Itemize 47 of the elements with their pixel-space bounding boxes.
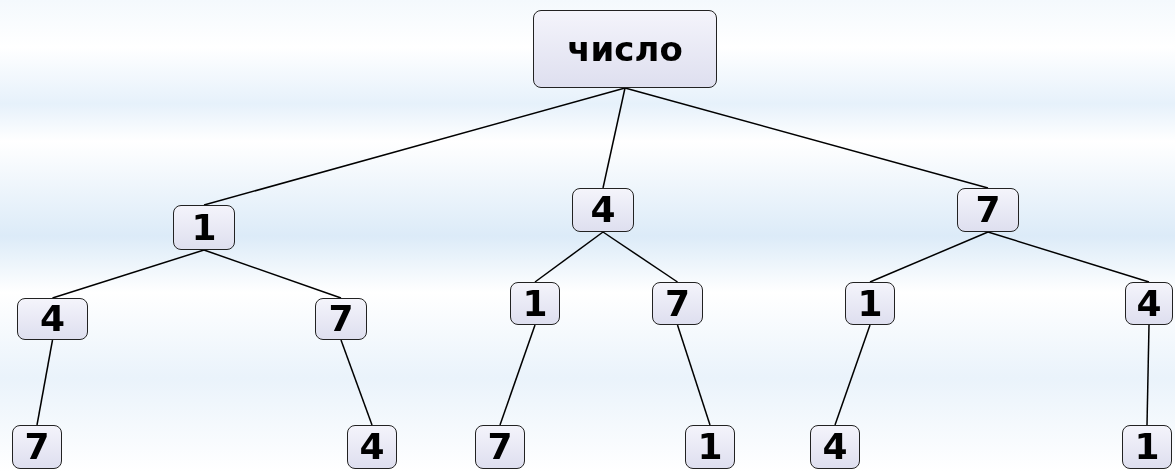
digit-box [315,298,367,340]
digit-box [845,282,895,325]
digit-box [510,282,560,325]
connector-line [987,231,1150,283]
connector-line [676,324,711,426]
digit-box [1122,425,1172,469]
connector-line [602,231,679,283]
digit-label: 4 [590,192,616,228]
connector-line [1146,324,1150,426]
digit-box [572,188,634,232]
connector-line [203,249,342,299]
digit-box [475,425,525,469]
digit-label: 4 [822,429,848,465]
digit-label: 4 [39,301,66,337]
digit-box [17,298,88,340]
digit-label: 1 [191,209,217,246]
connector-line [834,324,871,426]
digit-box [957,188,1019,232]
digit-box [173,205,235,250]
digit-label: 1 [1134,429,1160,465]
connector-line [624,87,989,189]
digit-label: 7 [487,429,513,465]
digit-box [347,425,397,469]
digit-label: 4 [359,429,385,465]
digit-label: 7 [24,429,50,465]
digit-box [652,282,703,325]
connector-line [36,339,54,426]
digit-box [685,425,735,469]
connector-line [203,87,626,206]
digit-label: 1 [522,285,548,322]
digit-label: 1 [857,285,883,322]
digit-label: 7 [975,192,1001,228]
digit-box [810,425,860,469]
digit-box [12,425,62,469]
connector-line [340,339,373,426]
connector-line [499,324,536,426]
connector-line [602,87,626,189]
digit-label: 4 [1136,285,1162,322]
root-box [533,10,717,88]
root-label: число [567,32,683,66]
digit-box [1125,282,1173,325]
digit-label: 7 [328,301,354,337]
digit-label: 1 [697,429,723,465]
connector-line [51,249,205,299]
digit-label: 7 [664,285,691,322]
connector-line [534,231,604,283]
connector-line [869,231,989,283]
